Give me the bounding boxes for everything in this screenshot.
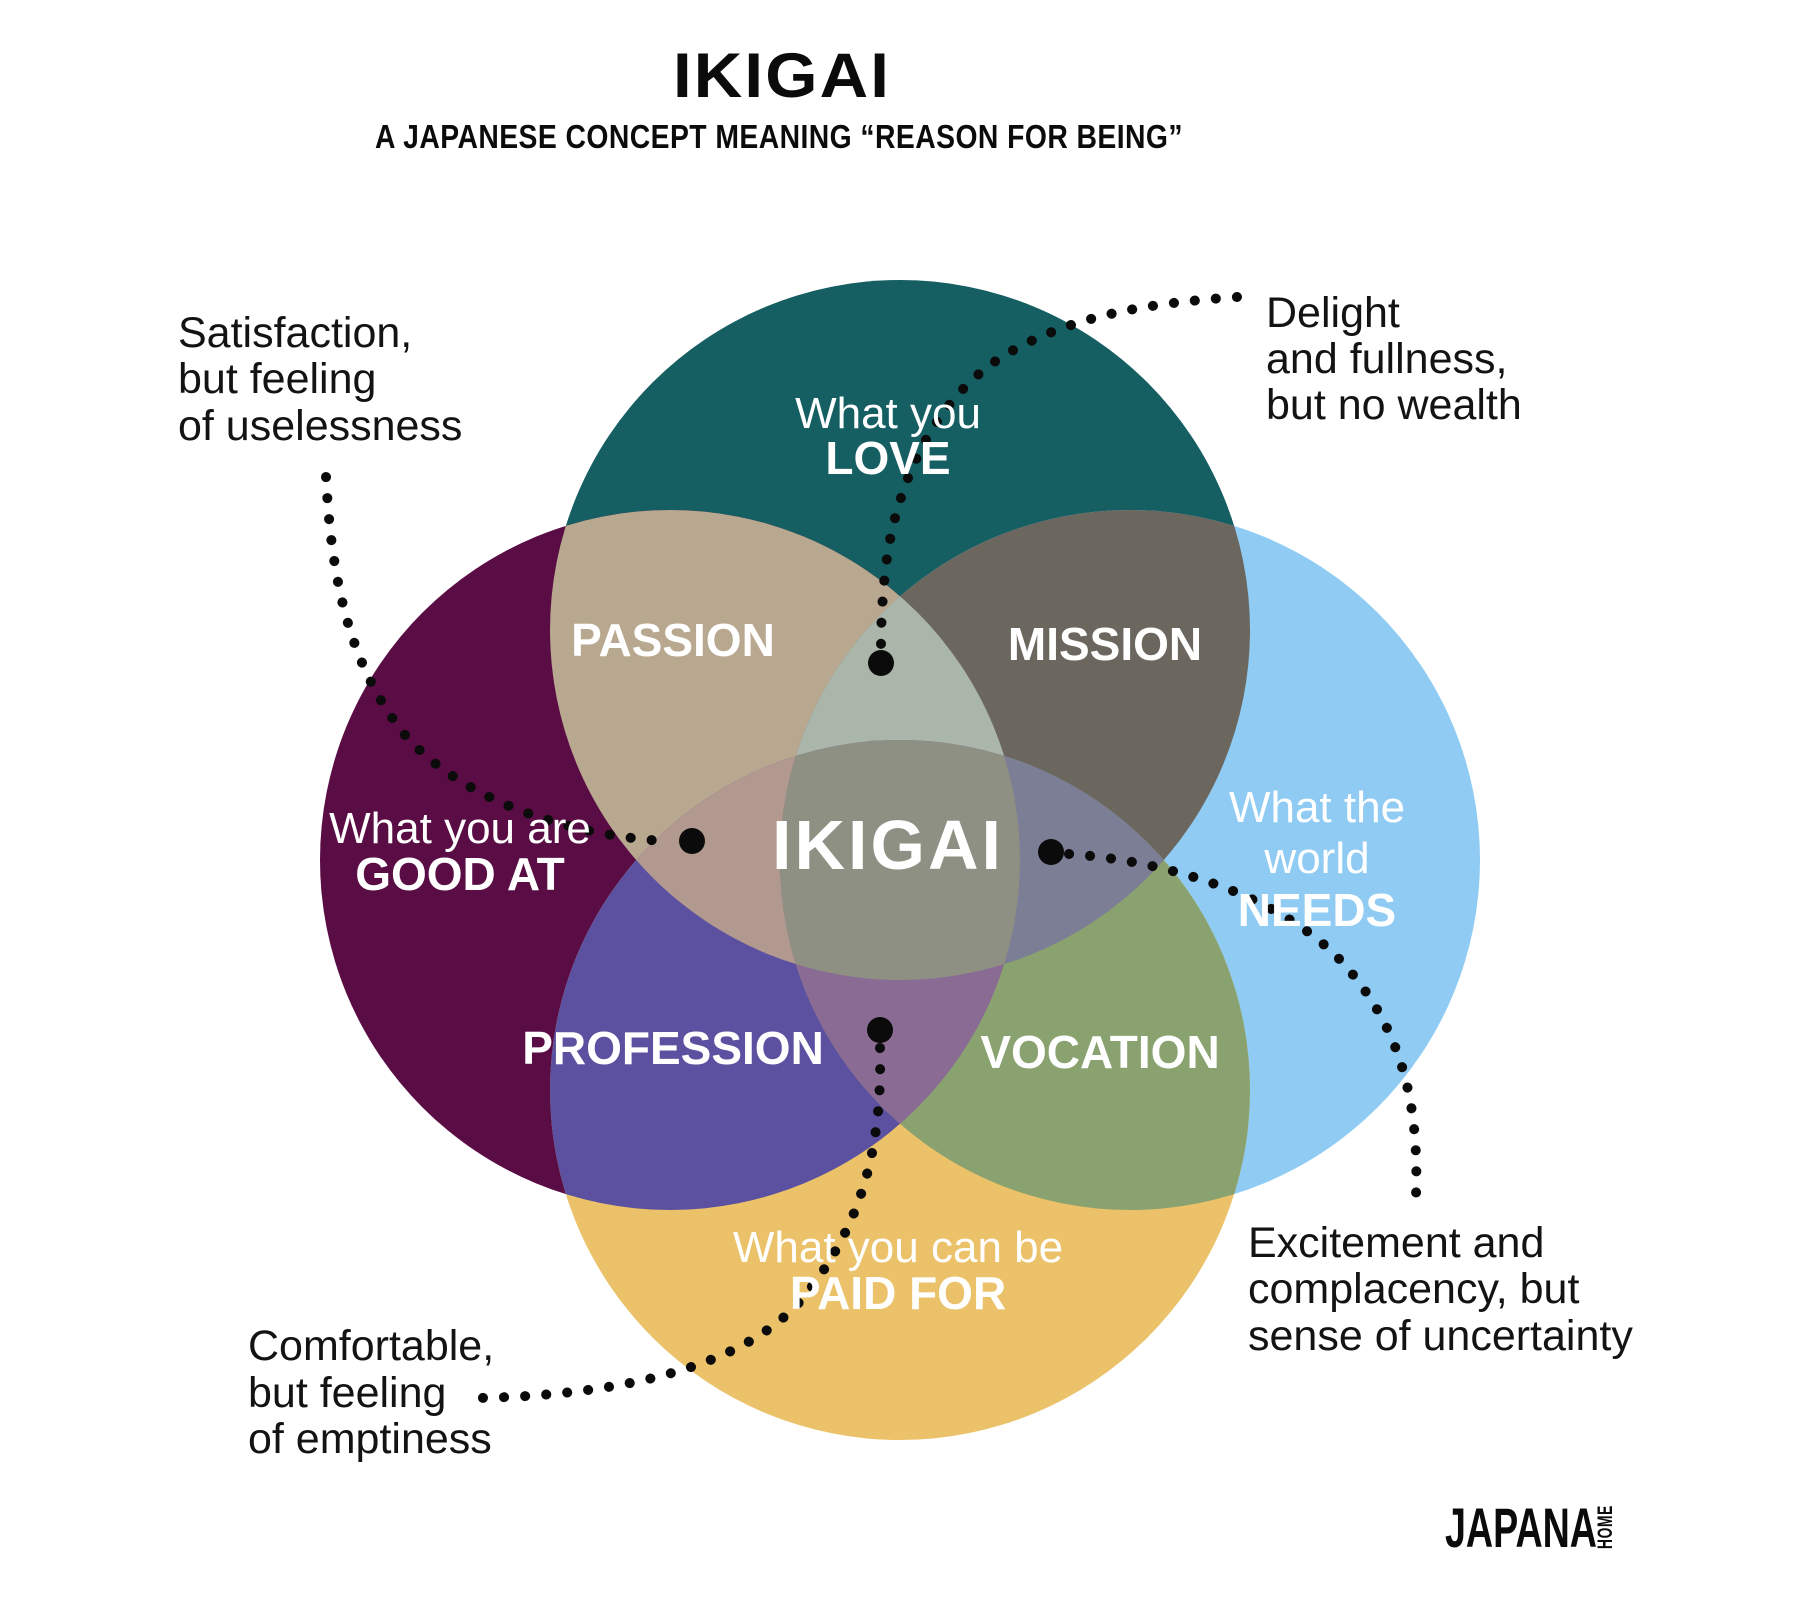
label-love-line2: LOVE [825,432,950,484]
label-mission: MISSION [1008,618,1202,670]
annotation-top-right: Delight and fullness, but no wealth [1266,289,1522,429]
label-love-line1: What you [795,389,981,438]
annotation-line: Delight [1266,289,1400,337]
overlap-love-needs-paidfor [780,740,1250,980]
annotation-line: of emptiness [248,1415,492,1463]
label-vocation: VOCATION [980,1026,1219,1078]
overlap-goodat-needs-paidfor [780,740,1020,1210]
annotation-line: Satisfaction, [178,309,412,357]
overlap-love-goodat-needs [780,510,1020,980]
label-paidfor-line2: PAID FOR [790,1267,1006,1319]
page-title: IKIGAI [673,41,891,111]
leader-line-top-right [876,292,1242,650]
leader-line-left [321,472,667,846]
leader-dot-paidfor [867,1017,893,1043]
leader-terminal-dots [679,650,1064,1043]
annotation-line: but feeling [248,1369,446,1417]
leader-dot-love [868,650,894,676]
leader-dot-goodat [679,828,705,854]
label-goodat-line2: GOOD AT [355,848,565,900]
annotation-line: Comfortable, [248,1322,494,1370]
label-needs-line2: world [1263,834,1369,883]
annotation-line: but feeling [178,355,376,403]
leader-line-bottom-left [473,1043,886,1403]
label-needs-line3: NEEDS [1238,884,1396,936]
label-passion: PASSION [571,614,775,666]
label-ikigai-center: IKIGAI [772,806,1004,884]
label-paidfor-line1: What you can be [733,1223,1063,1272]
leader-lines [321,292,1422,1403]
annotation-line: of uselessness [178,402,462,450]
brand-logo: JAPANA HOME [1445,1496,1617,1559]
page-subtitle: A JAPANESE CONCEPT MEANING “REASON FOR B… [375,118,1183,155]
logo-home-text: HOME [1594,1505,1617,1549]
annotation-top-left: Satisfaction, but feeling of uselessness [178,309,462,450]
label-profession: PROFESSION [522,1022,824,1074]
overlap-love-goodat-paidfor [550,740,1020,980]
annotation-line: but no wealth [1266,381,1522,429]
annotation-line: complacency, but [1248,1265,1579,1313]
annotation-line: Excitement and [1248,1219,1544,1267]
annotation-bottom-left: Comfortable, but feeling of emptiness [248,1322,494,1463]
annotation-bottom-right: Excitement and complacency, but sense of… [1248,1219,1633,1360]
leader-line-bottom-right [1064,849,1422,1201]
label-needs-line1: What the [1229,783,1405,832]
logo-japana-text: JAPANA [1445,1496,1597,1559]
leader-dot-needs [1038,839,1064,865]
annotation-line: sense of uncertainty [1248,1312,1633,1360]
annotation-line: and fullness, [1266,335,1507,383]
label-goodat-line1: What you are [329,804,591,853]
